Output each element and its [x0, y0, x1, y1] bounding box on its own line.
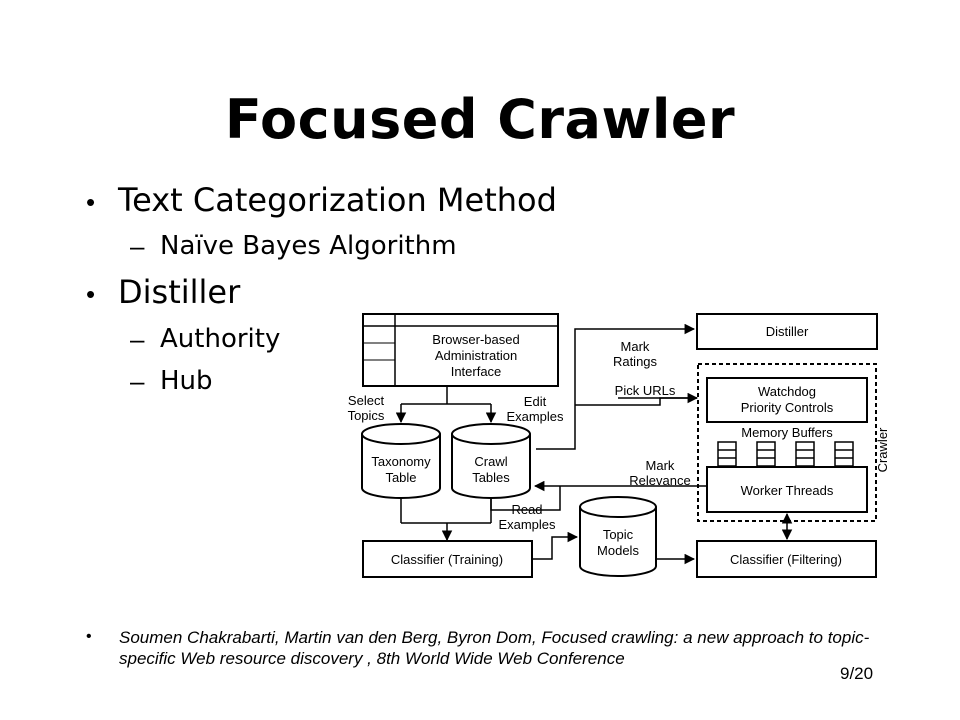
- read-examples-line1: Read: [511, 502, 542, 517]
- slide-title: Focused Crawler: [224, 88, 736, 151]
- browser-box-line1: Browser-based: [432, 332, 519, 347]
- classifier-training-box: Classifier (Training): [362, 540, 533, 578]
- taxonomy-table-cylinder: Taxonomy Table: [361, 423, 441, 499]
- dash-marker: –: [130, 231, 145, 261]
- distiller-box: Distiller: [696, 313, 878, 350]
- memory-buffer-stacks: [717, 441, 854, 467]
- browser-box-line3: Interface: [451, 364, 502, 379]
- reference-bullet: •: [86, 628, 92, 645]
- watchdog-line2: Priority Controls: [741, 400, 834, 415]
- topic-models-line2: Models: [597, 543, 639, 558]
- edit-examples-line1: Edit: [524, 394, 547, 409]
- worker-threads-label: Worker Threads: [741, 483, 834, 498]
- taxonomy-line2: Table: [385, 470, 416, 485]
- sub-bullet-hub: Hub: [160, 366, 213, 396]
- crawl-tables-cylinder: Crawl Tables: [451, 423, 531, 499]
- reference-citation: Soumen Chakrabarti, Martin van den Berg,…: [119, 628, 870, 668]
- edit-examples-line2: Examples: [506, 409, 564, 424]
- classifier-filtering-label: Classifier (Filtering): [730, 552, 842, 567]
- read-examples-line2: Examples: [498, 517, 556, 532]
- diagram-connectors: [395, 323, 793, 565]
- bullet-marker: •: [86, 279, 96, 309]
- watchdog-box: Watchdog Priority Controls: [706, 377, 868, 423]
- crawler-label: Crawler: [875, 427, 890, 472]
- mark-relevance-line2: Relevance: [629, 473, 690, 488]
- classifier-filtering-box: Classifier (Filtering): [696, 540, 877, 578]
- memory-buffers-label: Memory Buffers: [741, 425, 833, 440]
- bullet-text-categorization: Text Categorization Method: [118, 181, 557, 219]
- pick-urls-label: Pick URLs: [615, 383, 676, 398]
- bullet-distiller: Distiller: [118, 273, 241, 311]
- mark-relevance-line1: Mark: [646, 458, 675, 473]
- sub-bullet-authority: Authority: [160, 324, 281, 354]
- browser-admin-interface-box: Browser-based Administration Interface: [362, 313, 559, 387]
- topic-models-cylinder: Topic Models: [579, 496, 657, 577]
- watchdog-line1: Watchdog: [758, 384, 816, 399]
- page-number: 9/20: [840, 664, 874, 683]
- select-topics-line2: Topics: [348, 408, 385, 423]
- dash-marker: –: [130, 366, 145, 396]
- classifier-training-label: Classifier (Training): [391, 552, 503, 567]
- mark-ratings-line1: Mark: [621, 339, 650, 354]
- browser-box-line2: Administration: [435, 348, 517, 363]
- crawl-tables-line1: Crawl: [474, 454, 507, 469]
- dash-marker: –: [130, 324, 145, 354]
- worker-threads-box: Worker Threads: [706, 466, 868, 513]
- mark-ratings-line2: Ratings: [613, 354, 658, 369]
- bullet-marker: •: [86, 187, 96, 217]
- crawl-tables-line2: Tables: [472, 470, 510, 485]
- topic-models-line1: Topic: [603, 527, 634, 542]
- select-topics-line1: Select: [348, 393, 385, 408]
- taxonomy-line1: Taxonomy: [371, 454, 431, 469]
- distiller-label: Distiller: [766, 324, 809, 339]
- sub-bullet-naive-bayes: Naïve Bayes Algorithm: [160, 231, 457, 261]
